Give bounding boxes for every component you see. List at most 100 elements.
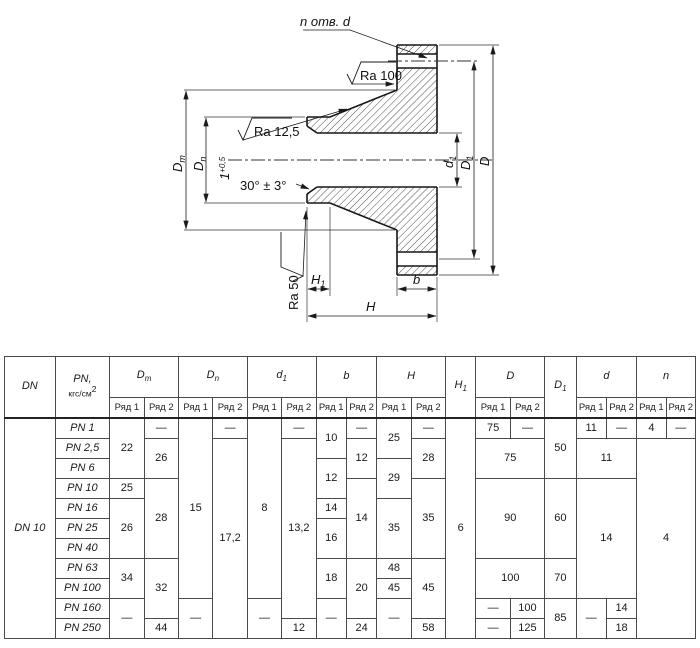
dim-label-b: b bbox=[413, 272, 420, 287]
flange-drawing: n отв. d Ra 100 Ra 12,5 Ra 50 30° ± 3° 1… bbox=[170, 14, 499, 322]
subcolumn-header: Ряд 2 bbox=[345, 397, 378, 419]
column-header: DN bbox=[4, 356, 56, 419]
value-cell: — bbox=[281, 417, 317, 439]
subcolumn-header: Ряд 1 bbox=[575, 397, 607, 419]
value-cell: — bbox=[575, 598, 607, 639]
column-header: H1 bbox=[445, 356, 477, 419]
value-cell: — bbox=[315, 598, 347, 639]
value-cell: 75 bbox=[475, 438, 546, 479]
pn-cell: PN 6 bbox=[54, 458, 111, 479]
value-cell: 10 bbox=[315, 417, 347, 459]
value-cell: 8 bbox=[246, 417, 283, 599]
value-cell: 28 bbox=[143, 478, 179, 559]
column-header: PN,кгс/см2 bbox=[54, 356, 111, 419]
subcolumn-header: Ряд 1 bbox=[315, 397, 347, 419]
column-header: n bbox=[636, 356, 696, 398]
value-cell: 20 bbox=[345, 558, 378, 619]
value-cell: 11 bbox=[575, 417, 607, 439]
pn-cell: PN 16 bbox=[54, 498, 111, 519]
value-cell: 32 bbox=[143, 558, 179, 619]
value-cell: 34 bbox=[109, 558, 145, 599]
value-cell: 28 bbox=[410, 438, 447, 479]
extension-lines bbox=[184, 44, 499, 322]
value-cell: 25 bbox=[109, 478, 145, 499]
value-cell: 90 bbox=[475, 478, 546, 559]
value-cell: 11 bbox=[575, 438, 638, 479]
value-cell: — bbox=[509, 417, 546, 439]
dim-label-d1: d1 bbox=[441, 156, 458, 168]
flange-outline bbox=[306, 44, 438, 276]
column-header: Dm bbox=[109, 356, 179, 398]
value-cell: 125 bbox=[509, 618, 546, 639]
value-cell: — bbox=[410, 417, 447, 439]
subcolumn-header: Ряд 1 bbox=[636, 397, 667, 419]
value-cell: 26 bbox=[109, 498, 145, 559]
subcolumn-header: Ряд 2 bbox=[143, 397, 179, 419]
subcolumn-header: Ряд 1 bbox=[109, 397, 145, 419]
value-cell: 15 bbox=[177, 417, 214, 599]
value-cell: 12 bbox=[281, 618, 317, 639]
value-cell: 100 bbox=[509, 598, 546, 619]
value-cell: 18 bbox=[605, 618, 638, 639]
subcolumn-header: Ряд 1 bbox=[376, 397, 412, 419]
value-cell: 14 bbox=[315, 498, 347, 519]
column-header: d1 bbox=[246, 356, 317, 398]
ra-face-label: Ra 100 bbox=[360, 68, 402, 83]
pn-cell: PN 40 bbox=[54, 538, 111, 559]
value-cell: 16 bbox=[315, 518, 347, 559]
value-cell: — bbox=[605, 417, 638, 439]
value-cell: 24 bbox=[345, 618, 378, 639]
pn-cell: PN 1 bbox=[54, 417, 111, 439]
value-cell: — bbox=[212, 417, 248, 439]
value-cell: 70 bbox=[544, 558, 577, 599]
value-cell: — bbox=[109, 598, 145, 639]
subcolumn-header: Ряд 2 bbox=[665, 397, 697, 419]
value-cell: 100 bbox=[475, 558, 546, 599]
value-cell: 35 bbox=[410, 478, 447, 559]
value-cell: 35 bbox=[376, 498, 412, 559]
subcolumn-header: Ряд 1 bbox=[475, 397, 511, 419]
value-cell: 50 bbox=[544, 417, 577, 479]
value-cell: — bbox=[246, 598, 283, 639]
dim-label-D: D bbox=[477, 157, 492, 166]
pn-cell: PN 63 bbox=[54, 558, 111, 579]
value-cell: — bbox=[143, 417, 179, 439]
column-header: d bbox=[575, 356, 638, 398]
value-cell: — bbox=[345, 417, 378, 439]
ra-hub-label: Ra 50 bbox=[286, 275, 301, 310]
dim-label-Dn: Dn bbox=[191, 157, 208, 171]
value-cell: 12 bbox=[315, 458, 347, 499]
centerlines bbox=[228, 60, 492, 161]
value-cell: — bbox=[177, 598, 214, 639]
subcolumn-header: Ряд 1 bbox=[246, 397, 283, 419]
value-cell: 45 bbox=[410, 558, 447, 619]
value-cell: 14 bbox=[345, 478, 378, 559]
value-cell: 29 bbox=[376, 458, 412, 499]
value-cell: 6 bbox=[445, 417, 477, 639]
flange-section-svg: n отв. d Ra 100 Ra 12,5 Ra 50 30° ± 3° 1… bbox=[170, 14, 499, 322]
value-cell: 26 bbox=[143, 438, 179, 479]
value-cell: 22 bbox=[109, 417, 145, 479]
value-cell: 17,2 bbox=[212, 438, 248, 639]
subcolumn-header: Ряд 2 bbox=[281, 397, 317, 419]
value-cell: 75 bbox=[475, 417, 511, 439]
dim-label-D1: D1 bbox=[458, 156, 475, 170]
value-cell: — bbox=[376, 598, 412, 639]
subcolumn-header: Ряд 2 bbox=[509, 397, 546, 419]
dn-cell: DN 10 bbox=[4, 417, 56, 639]
value-cell: 4 bbox=[636, 438, 696, 639]
value-cell: — bbox=[475, 598, 511, 619]
ra-taper-label: Ra 12,5 bbox=[254, 124, 300, 139]
column-header: D1 bbox=[544, 356, 577, 419]
column-header: Dn bbox=[177, 356, 248, 398]
dimension-lines bbox=[183, 45, 496, 319]
dim-label-Dm: Dm bbox=[170, 155, 187, 172]
chamfer-angle-label: 30° ± 3° bbox=[240, 178, 286, 193]
